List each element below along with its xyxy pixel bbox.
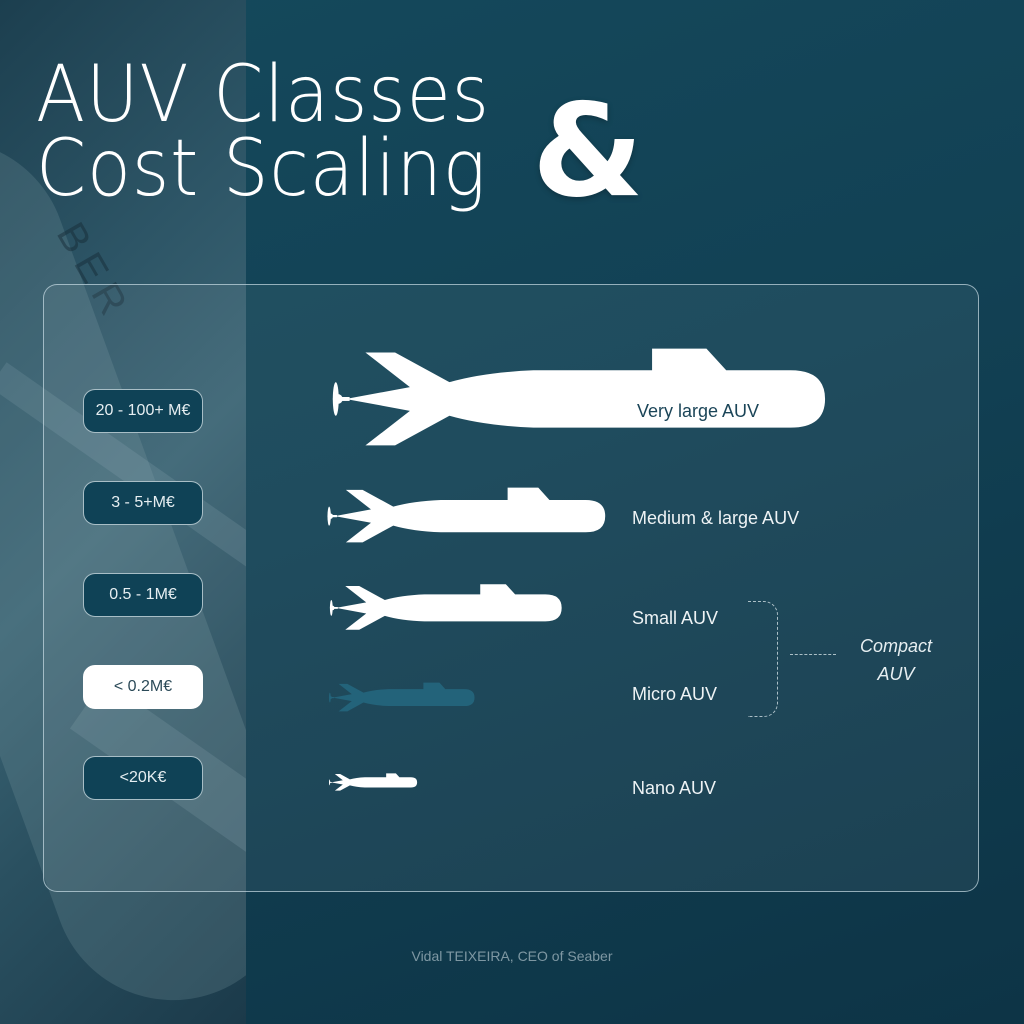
compact-label-line-1: Compact <box>859 636 933 656</box>
class-label-medium-large: Medium & large AUV <box>632 508 800 528</box>
credit-text: Vidal TEIXEIRA, CEO of Seaber <box>411 948 613 964</box>
class-label-micro: Micro AUV <box>632 684 718 704</box>
nano-auv-icon <box>329 773 418 791</box>
cost-pill-medium-large: 3 - 5+M€ <box>83 481 203 525</box>
cost-pill-very-large: 20 - 100+ M€ <box>83 389 203 433</box>
title-ampersand: & <box>532 77 644 226</box>
compact-bracket <box>748 601 778 717</box>
cost-label: 3 - 5+M€ <box>111 494 175 511</box>
cost-pill-nano: <20K€ <box>83 756 203 800</box>
cost-label: 20 - 100+ M€ <box>95 402 191 419</box>
title-line-1: AUV Classes <box>36 50 490 140</box>
cost-pill-micro: < 0.2M€ <box>83 665 203 709</box>
class-label-very-large: Very large AUV <box>637 401 760 421</box>
micro-auv-icon <box>328 682 475 712</box>
page-title: AUV Classes Cost Scaling <box>36 50 490 214</box>
title-line-2: Cost Scaling <box>36 124 487 214</box>
cost-label: 0.5 - 1M€ <box>109 586 177 603</box>
small-auv-icon <box>329 584 562 630</box>
medium-large-auv-icon <box>327 487 606 543</box>
compact-label-line-2: AUV <box>877 664 915 684</box>
compact-connector <box>790 654 836 655</box>
class-label-small: Small AUV <box>632 608 719 628</box>
class-label-nano: Nano AUV <box>632 778 717 798</box>
very-large-auv-icon <box>332 348 826 446</box>
compact-auv-label: Compact AUV <box>848 632 944 688</box>
cost-label: <20K€ <box>119 769 167 786</box>
cost-pill-small: 0.5 - 1M€ <box>83 573 203 617</box>
cost-label: < 0.2M€ <box>113 678 173 695</box>
